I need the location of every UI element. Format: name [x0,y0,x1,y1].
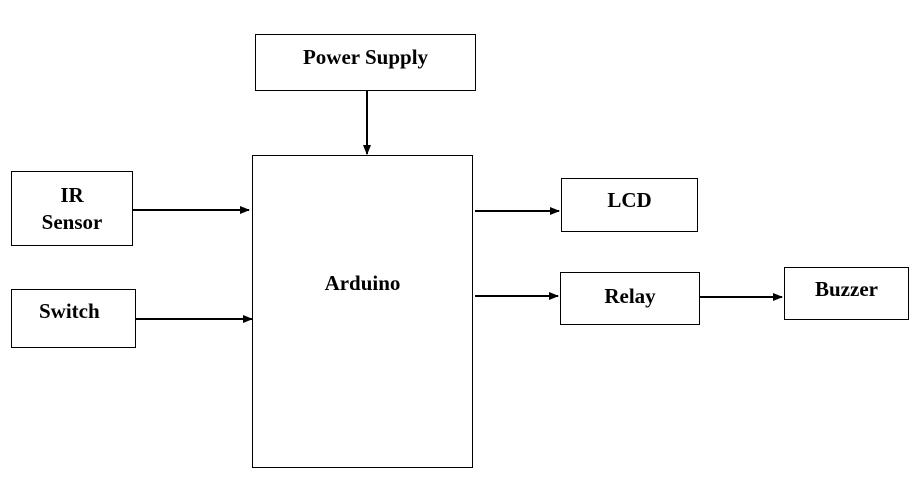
ir-sensor-label-line1: IR [60,183,84,207]
power-supply-label: Power Supply [302,45,429,69]
lcd-block [561,178,698,232]
ir-sensor-label-line2: Sensor [41,210,103,234]
switch-block [11,289,136,348]
switch-label: Switch [39,299,100,323]
buzzer-block [784,267,909,320]
power-supply-block [255,34,476,91]
arduino-block [252,155,473,468]
ir-sensor-block [11,171,133,246]
buzzer-label: Buzzer [815,277,878,301]
lcd-label: LCD [607,188,652,212]
relay-block [560,272,700,325]
relay-label: Relay [604,284,656,308]
arduino-label: Arduino [324,271,401,295]
